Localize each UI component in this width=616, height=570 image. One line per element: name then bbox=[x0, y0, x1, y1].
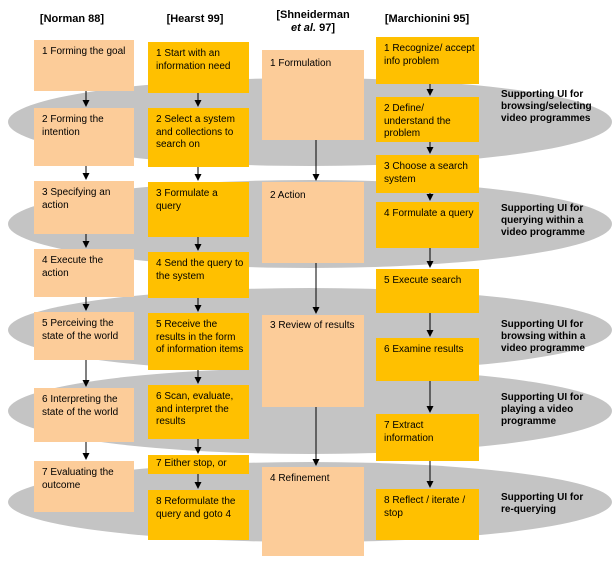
norman-step-1: 1 Forming the goal bbox=[34, 40, 134, 91]
hearst-step-8: 8 Reformulate the query and goto 4 bbox=[148, 490, 249, 540]
marchionini-step-7: 7 Extract information bbox=[376, 414, 479, 461]
hearst-step-1: 1 Start with an information need bbox=[148, 42, 249, 93]
hearst-step-2: 2 Select a system and collections to sea… bbox=[148, 108, 249, 167]
header-marchionini: [Marchionini 95] bbox=[384, 13, 470, 25]
marchionini-step-1: 1 Recognize/ accept info problem bbox=[376, 37, 479, 84]
hearst-step-5: 5 Receive the results in the form of inf… bbox=[148, 313, 249, 370]
marchionini-step-8: 8 Reflect / iterate / stop bbox=[376, 489, 479, 540]
norman-step-5: 5 Perceiving the state of the world bbox=[34, 312, 134, 360]
shneiderman-step-3: 3 Review of results bbox=[262, 315, 364, 407]
header-shneiderman-name: [Shneiderman bbox=[276, 9, 350, 21]
hearst-step-6: 6 Scan, evaluate, and interpret the resu… bbox=[148, 385, 249, 439]
norman-step-3: 3 Specifying an action bbox=[34, 181, 134, 234]
support-label-querying-within: Supporting UI for querying within a vide… bbox=[501, 203, 585, 238]
support-label-re-querying: Supporting UI for re-querying bbox=[501, 492, 584, 515]
marchionini-step-3: 3 Choose a search system bbox=[376, 155, 479, 193]
norman-step-2: 2 Forming the intention bbox=[34, 108, 134, 166]
header-shneiderman-etal: et al. bbox=[290, 22, 317, 34]
header-hearst: [Hearst 99] bbox=[166, 13, 224, 25]
hearst-step-7: 7 Either stop, or bbox=[148, 455, 249, 474]
shneiderman-step-4: 4 Refinement bbox=[262, 467, 364, 556]
norman-step-4: 4 Execute the action bbox=[34, 249, 134, 297]
shneiderman-step-2: 2 Action bbox=[262, 182, 364, 263]
norman-step-7: 7 Evaluating the outcome bbox=[34, 461, 134, 512]
marchionini-step-5: 5 Execute search bbox=[376, 269, 479, 313]
header-norman: [Norman 88] bbox=[39, 13, 105, 25]
support-label-browsing-selecting: Supporting UI for browsing/selecting vid… bbox=[501, 89, 592, 124]
shneiderman-step-1: 1 Formulation bbox=[262, 50, 364, 140]
norman-step-6: 6 Interpreting the state of the world bbox=[34, 388, 134, 442]
hearst-step-3: 3 Formulate a query bbox=[148, 182, 249, 237]
marchionini-step-6: 6 Examine results bbox=[376, 338, 479, 381]
header-shneiderman-year: 97] bbox=[316, 22, 336, 34]
marchionini-step-2: 2 Define/ understand the problem bbox=[376, 97, 479, 142]
marchionini-step-4: 4 Formulate a query bbox=[376, 202, 479, 248]
support-label-browsing-within: Supporting UI for browsing within a vide… bbox=[501, 319, 586, 354]
support-label-playing: Supporting UI for playing a video progra… bbox=[501, 392, 584, 427]
hearst-step-4: 4 Send the query to the system bbox=[148, 252, 249, 298]
header-shneiderman: [Shneiderman et al. 97] bbox=[262, 9, 364, 35]
